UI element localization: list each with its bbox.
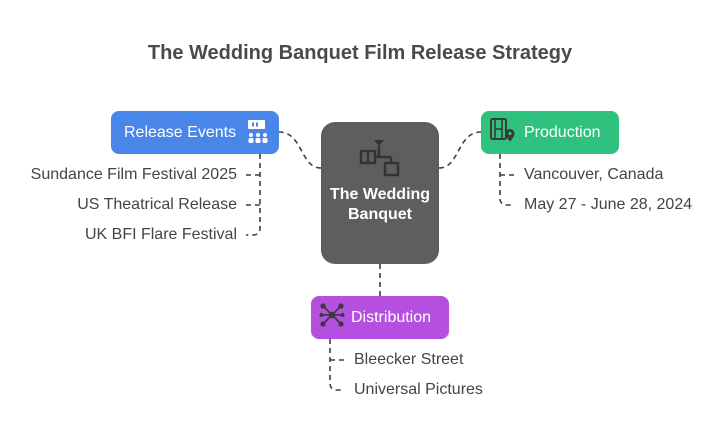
center-label: The Wedding Banquet <box>329 186 431 223</box>
film-location-icon <box>490 118 516 147</box>
page-title: The Wedding Banquet Film Release Strateg… <box>147 42 573 64</box>
distribution-label: Distribution <box>351 308 432 326</box>
distribution-item: Universal Pictures <box>354 381 483 398</box>
flowchart-icon <box>359 138 401 183</box>
center-node: The Wedding Banquet <box>321 122 439 264</box>
release-event-item: UK BFI Flare Festival <box>84 226 237 243</box>
distribution-item: Bleecker Street <box>354 351 464 368</box>
connector-release-items <box>246 154 261 236</box>
connector-production-items <box>499 154 514 206</box>
distribution-node: Distribution <box>311 296 449 339</box>
release-events-node: Release Events <box>111 111 279 154</box>
connector-production <box>438 131 482 169</box>
ticket-audience-icon <box>246 118 270 151</box>
connector-release-events <box>278 131 322 169</box>
release-event-item: Sundance Film Festival 2025 <box>30 166 237 183</box>
production-item: Vancouver, Canada <box>524 166 664 183</box>
release-events-label: Release Events <box>124 123 237 141</box>
network-share-icon <box>319 302 345 333</box>
release-event-item: US Theatrical Release <box>77 196 237 213</box>
production-item: May 27 - June 28, 2024 <box>524 196 693 213</box>
production-label: Production <box>524 123 601 141</box>
connector-distribution-items <box>329 339 344 391</box>
production-node: Production <box>481 111 619 154</box>
